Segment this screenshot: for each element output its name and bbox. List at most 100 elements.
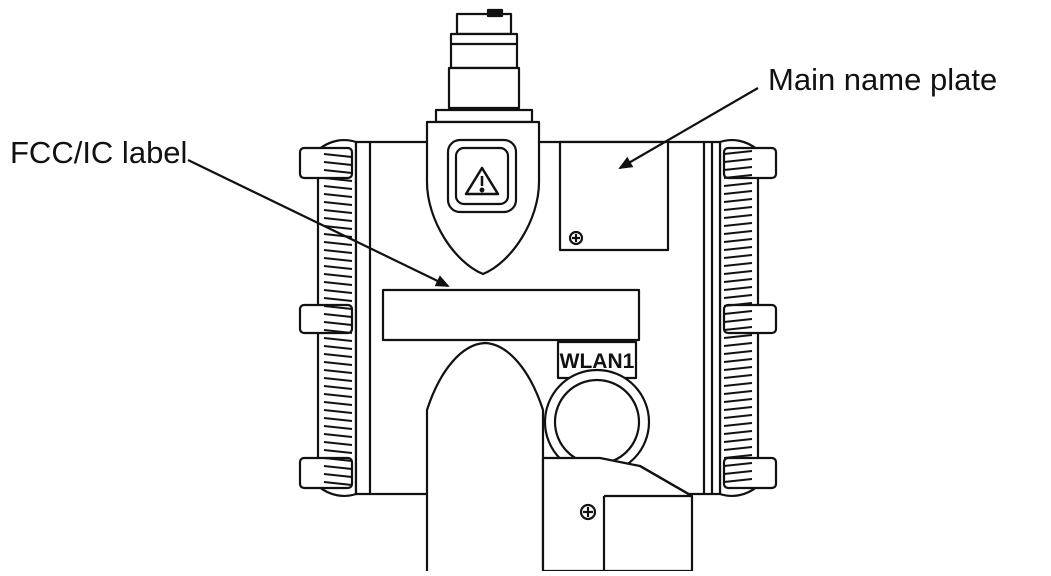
fin-line	[724, 207, 752, 210]
fin-line	[724, 215, 752, 218]
fin-line	[724, 319, 752, 322]
fin-line	[324, 442, 352, 445]
fin-line	[724, 463, 752, 466]
fin-line	[724, 295, 752, 298]
fin-line	[724, 335, 752, 338]
fin-line	[724, 263, 752, 266]
fin-line	[324, 170, 352, 173]
fin-line	[724, 423, 752, 426]
fin-line	[724, 183, 752, 186]
fin-line	[324, 314, 352, 317]
fin-line	[324, 194, 352, 197]
fin-line	[324, 338, 352, 341]
main-name-plate-arrow	[618, 88, 758, 170]
fin-line	[324, 474, 352, 477]
left-fin-hatching	[324, 154, 352, 485]
fin-line	[724, 351, 752, 354]
fin-line	[724, 359, 752, 362]
fin-line	[324, 274, 352, 277]
fin-line	[324, 386, 352, 389]
fin-line	[324, 162, 352, 165]
main-name-plate-callout: Main name plate	[768, 62, 998, 97]
fin-line	[724, 471, 752, 474]
fin-line	[324, 450, 352, 453]
warning-triangle-icon	[466, 168, 498, 194]
fin-line	[324, 218, 352, 221]
fcc-ic-label-callout: FCC/IC label	[10, 135, 188, 170]
fin-line	[724, 479, 752, 482]
fin-line	[324, 378, 352, 381]
fin-line	[724, 255, 752, 258]
fin-line	[324, 210, 352, 213]
fin-line	[724, 327, 752, 330]
fin-line	[324, 178, 352, 181]
fin-line	[724, 399, 752, 402]
fcc-ic-label-band	[383, 290, 639, 340]
fin-line	[324, 362, 352, 365]
fin-line	[724, 151, 752, 154]
right-fin-hatching	[724, 151, 752, 482]
fin-line	[324, 402, 352, 405]
fin-line	[724, 311, 752, 314]
fin-line	[724, 407, 752, 410]
fin-line	[724, 167, 752, 170]
fin-line	[324, 322, 352, 325]
fin-line	[324, 258, 352, 261]
wlan1-port	[545, 370, 649, 474]
fin-line	[724, 239, 752, 242]
fin-line	[324, 466, 352, 469]
fin-line	[724, 279, 752, 282]
fin-line	[724, 247, 752, 250]
fin-line	[324, 458, 352, 461]
fin-line	[724, 455, 752, 458]
fin-line	[724, 191, 752, 194]
lower-neck	[427, 343, 543, 571]
fin-line	[324, 482, 352, 485]
fcc-ic-label-arrow	[188, 160, 450, 286]
fin-line	[724, 303, 752, 306]
fin-line	[324, 290, 352, 293]
fin-line	[724, 375, 752, 378]
fin-line	[324, 426, 352, 429]
fin-line	[724, 367, 752, 370]
fin-line	[724, 415, 752, 418]
fin-line	[324, 330, 352, 333]
fin-line	[724, 175, 752, 178]
fin-line	[324, 202, 352, 205]
fin-line	[324, 250, 352, 253]
fin-line	[724, 383, 752, 386]
fin-line	[724, 287, 752, 290]
fin-line	[724, 431, 752, 434]
fin-line	[724, 199, 752, 202]
fin-line	[324, 186, 352, 189]
fin-line	[324, 434, 352, 437]
fin-line	[324, 154, 352, 157]
fin-line	[324, 346, 352, 349]
antenna-connector	[436, 10, 532, 122]
fin-line	[324, 418, 352, 421]
leader-arrows	[188, 88, 758, 286]
fin-line	[324, 370, 352, 373]
fin-line	[324, 298, 352, 301]
fin-line	[724, 271, 752, 274]
fin-line	[324, 354, 352, 357]
wlan1-tag	[558, 342, 636, 378]
fin-line	[324, 242, 352, 245]
fin-line	[324, 282, 352, 285]
fin-line	[324, 306, 352, 309]
fin-line	[724, 391, 752, 394]
fin-line	[724, 447, 752, 450]
fin-line	[724, 159, 752, 162]
fin-line	[324, 394, 352, 397]
wlan1-label: WLAN1	[560, 350, 635, 373]
fin-line	[324, 410, 352, 413]
main-name-plate	[560, 142, 668, 250]
fin-line	[724, 223, 752, 226]
fin-line	[724, 439, 752, 442]
fin-line	[324, 266, 352, 269]
fin-line	[724, 343, 752, 346]
fin-line	[724, 231, 752, 234]
fin-line	[324, 226, 352, 229]
